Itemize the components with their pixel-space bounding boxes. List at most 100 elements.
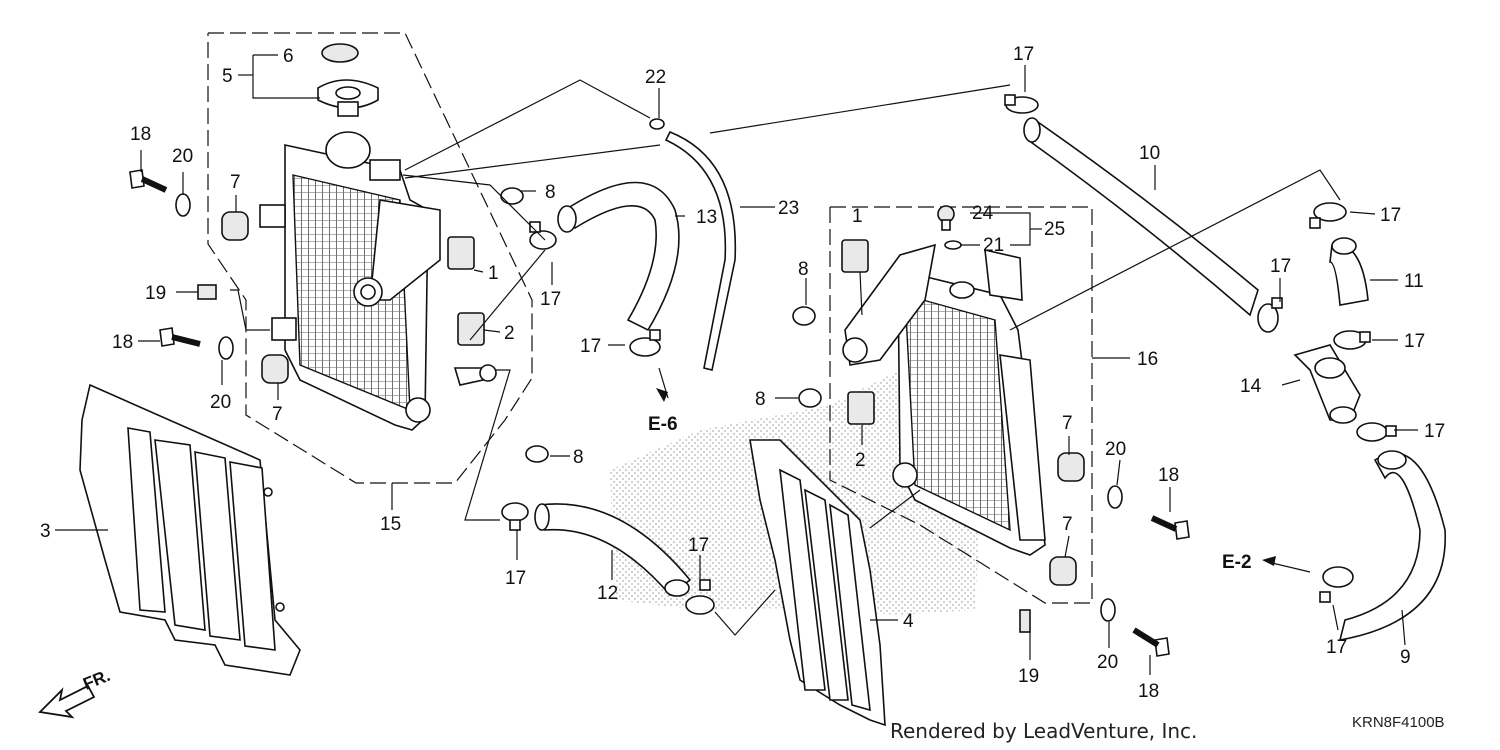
hose-13[interactable] [557, 181, 680, 332]
drain-bolt[interactable] [937, 205, 955, 231]
callout-14: 14 [1240, 376, 1262, 397]
callout-17: 17 [540, 289, 561, 310]
callout-3: 3 [40, 521, 51, 542]
leader-lines [55, 54, 1418, 675]
washer[interactable] [1107, 485, 1123, 509]
callout-4: 4 [903, 611, 914, 632]
callout-24: 24 [972, 203, 994, 224]
callout-7: 7 [1062, 413, 1073, 434]
diagram-code: KRN8F4100B [1352, 714, 1445, 731]
callout-10: 10 [1139, 143, 1160, 164]
callout-20: 20 [210, 392, 231, 413]
callout-18: 18 [112, 332, 133, 353]
callout-22: 22 [645, 67, 666, 88]
clip[interactable] [1019, 609, 1031, 633]
bolt[interactable] [1132, 627, 1170, 657]
joint-14[interactable] [1293, 344, 1361, 424]
collar[interactable] [500, 187, 524, 205]
callout-8: 8 [755, 389, 766, 410]
hose-10[interactable] [1023, 117, 1259, 317]
bolt[interactable] [129, 169, 168, 193]
left-radiator[interactable] [259, 131, 497, 431]
clip[interactable] [197, 284, 217, 300]
rubber-pad[interactable] [457, 312, 485, 346]
callout-1: 1 [488, 263, 499, 284]
front-label: FR. [80, 666, 113, 694]
ref-e6: E-6 [648, 414, 678, 435]
washer[interactable] [175, 193, 191, 217]
hose-clamp[interactable] [1309, 202, 1347, 229]
cap-seal[interactable] [321, 43, 359, 63]
callout-17: 17 [1424, 421, 1445, 442]
washer[interactable] [218, 336, 234, 360]
callout-15: 15 [380, 514, 401, 535]
callout-8: 8 [573, 447, 584, 468]
callout-2: 2 [855, 450, 866, 471]
hose-23[interactable] [664, 130, 737, 371]
hose-12[interactable] [534, 503, 692, 597]
hose-clamp[interactable] [1356, 422, 1397, 442]
callout-2: 2 [504, 323, 515, 344]
bolt[interactable] [1150, 515, 1190, 540]
callout-6: 6 [283, 46, 294, 67]
callout-23: 23 [778, 198, 799, 219]
collar[interactable] [525, 445, 549, 463]
right-radiator[interactable] [842, 243, 1046, 556]
grommet[interactable] [261, 354, 289, 384]
rubber-pad[interactable] [447, 236, 475, 270]
callout-18: 18 [130, 124, 151, 145]
hose-clamp[interactable] [1319, 566, 1354, 603]
callout-7: 7 [272, 404, 283, 425]
collar[interactable] [792, 306, 816, 326]
bolt[interactable] [159, 327, 201, 347]
hose-clamp[interactable] [1257, 297, 1283, 333]
washer[interactable] [1100, 598, 1116, 622]
right-radiator-group-outline [829, 206, 1093, 604]
callout-16: 16 [1137, 349, 1158, 370]
callout-17: 17 [1270, 256, 1291, 277]
drain-washer[interactable] [944, 240, 962, 250]
callout-19: 19 [1018, 666, 1039, 687]
hose-clamp[interactable] [501, 502, 529, 531]
grommet[interactable] [221, 211, 249, 241]
grommet[interactable] [1057, 452, 1085, 482]
rubber-pad[interactable] [847, 391, 875, 425]
callout-18: 18 [1138, 681, 1159, 702]
hose-11[interactable] [1329, 237, 1369, 306]
hose-9[interactable] [1338, 450, 1446, 642]
callout-20: 20 [172, 146, 193, 167]
grommet[interactable] [1049, 556, 1077, 586]
hose-clamp[interactable] [1004, 94, 1039, 114]
hose-clamp[interactable] [629, 329, 661, 357]
rubber-pad[interactable] [841, 239, 869, 273]
callout-labels: 6 5 18 20 7 8 1 2 17 19 18 20 7 15 3 22 … [40, 44, 1445, 702]
callout-12: 12 [597, 583, 618, 604]
hose-clamp[interactable] [685, 579, 715, 615]
callout-1: 1 [852, 206, 863, 227]
front-direction-arrow: FR. [38, 666, 113, 719]
callout-25: 25 [1044, 219, 1065, 240]
collar[interactable] [798, 388, 822, 408]
callout-5: 5 [222, 66, 233, 87]
hose-clamp[interactable] [1333, 330, 1371, 350]
callout-17: 17 [1326, 637, 1347, 658]
radiator-shroud-left[interactable] [79, 383, 301, 676]
o-ring[interactable] [649, 118, 665, 130]
footer-credit: Rendered by LeadVenture, Inc. [890, 719, 1197, 743]
callout-9: 9 [1400, 647, 1411, 668]
callout-17: 17 [505, 568, 526, 589]
ref-e2: E-2 [1222, 552, 1252, 573]
callout-17: 17 [1404, 331, 1425, 352]
callout-8: 8 [798, 259, 809, 280]
left-radiator-group-outline [207, 32, 533, 484]
radiator-cap[interactable] [317, 79, 379, 117]
callout-13: 13 [696, 207, 717, 228]
callout-17: 17 [580, 336, 601, 357]
hose-clamp[interactable] [529, 221, 557, 250]
callout-20: 20 [1105, 439, 1126, 460]
callout-21: 21 [983, 235, 1004, 256]
callout-19: 19 [145, 283, 166, 304]
callout-20: 20 [1097, 652, 1118, 673]
radiator-shroud-right[interactable] [749, 439, 886, 727]
